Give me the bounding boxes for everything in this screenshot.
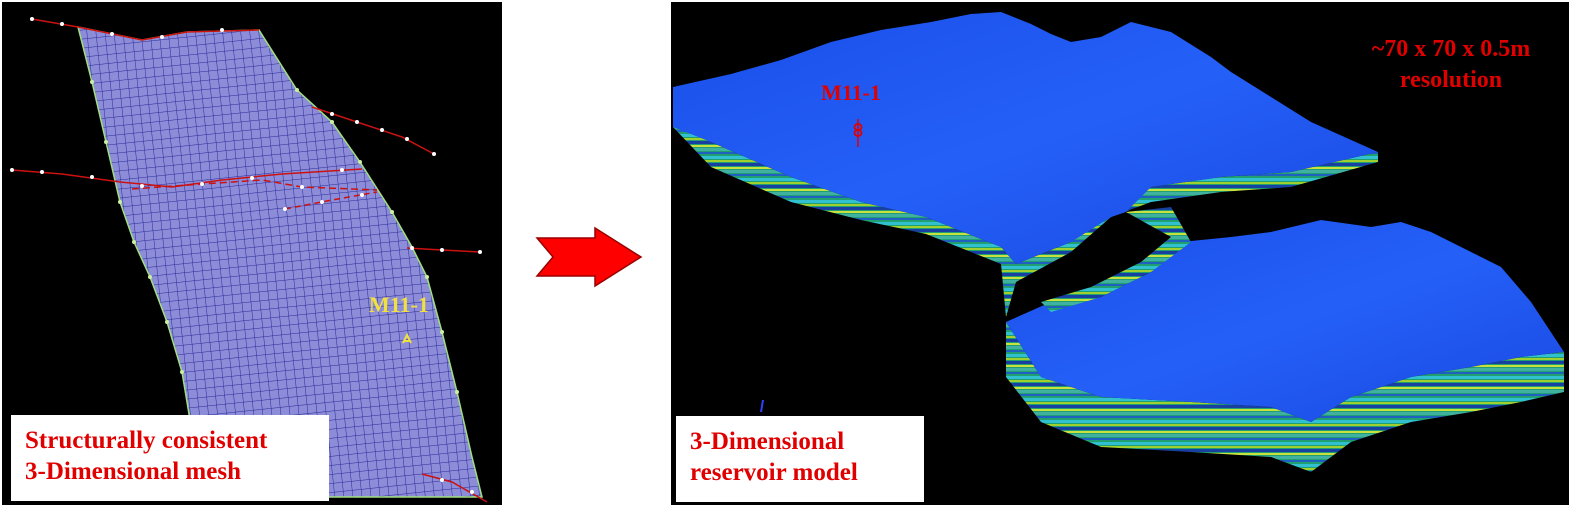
well-label: M11-1 [369,292,429,317]
well-marker-icon [402,333,412,344]
mesh-panel: M11-1 Structurally consistent 3-Dimensio… [2,2,502,505]
mesh-caption: Structurally consistent 3-Dimensional me… [11,415,329,501]
mesh-view [10,17,488,503]
resolution-note: ~70 x 70 x 0.5m resolution [1351,34,1551,96]
fault-nodes [10,17,482,494]
arrow-right-icon [535,226,643,288]
resolution-line2: resolution [1399,67,1503,93]
reservoir-caption-line2: reservoir model [690,459,858,486]
mesh-caption-line2: 3-Dimensional mesh [25,458,241,485]
axis-tick [760,399,764,413]
mesh-caption-line1: Structurally consistent [25,427,268,454]
mesh-surface [76,26,483,498]
upper-block-side [673,87,1378,317]
reservoir-view [673,12,1564,472]
lower-block-surface [1006,220,1564,422]
reservoir-panel: M11-1 3-Dimensional reservoir model ~70 … [671,2,1569,505]
upper-block-surface [673,12,1378,264]
resolution-line1: ~70 x 70 x 0.5m [1371,36,1531,62]
well-marker-icon [853,119,863,147]
fault-ridge [1041,207,1191,312]
reservoir-caption: 3-Dimensional reservoir model [676,416,924,502]
reservoir-caption-line1: 3-Dimensional [690,428,845,455]
well-label: M11-1 [821,80,881,105]
lower-block-side [1006,322,1564,472]
